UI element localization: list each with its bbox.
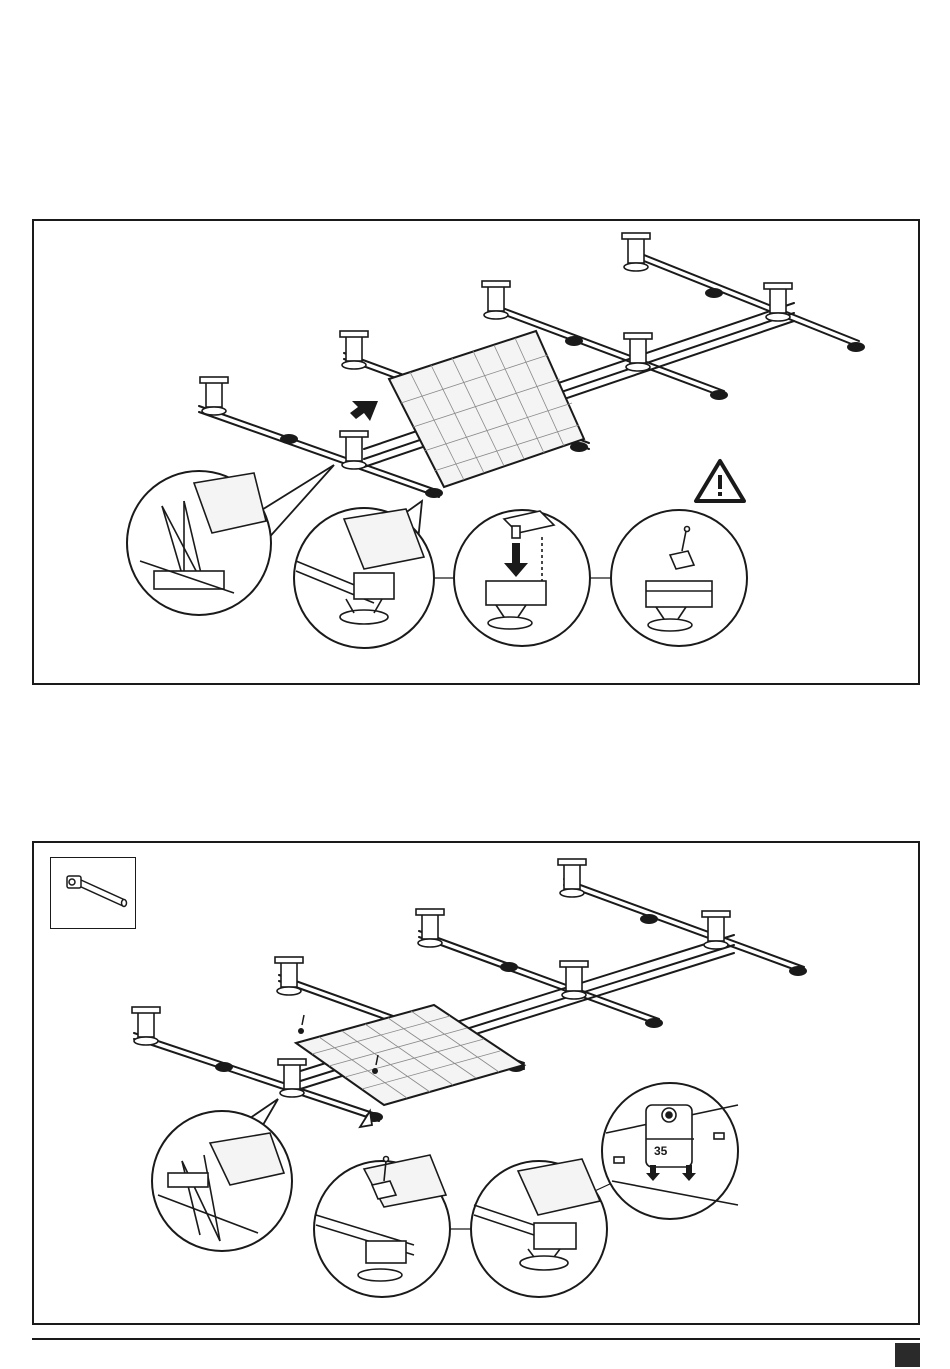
support-block [560, 961, 588, 999]
clamp-size-label: 35 [654, 1144, 668, 1158]
detail-clip-screw [611, 510, 747, 646]
detail-screw-clamp [314, 1155, 450, 1297]
figure-panel-2: 35 [32, 841, 920, 1325]
cross-rail-4 [634, 251, 859, 347]
cross-rail-4 [564, 879, 804, 973]
page-marker [895, 1343, 920, 1367]
support-block [764, 283, 792, 321]
solar-module [296, 1005, 524, 1105]
support-block [702, 911, 730, 949]
detail-corner-frame [127, 471, 271, 615]
detail-clip-insert [454, 510, 590, 646]
support-block [340, 331, 368, 369]
footer-rule [32, 1338, 920, 1340]
support-block [200, 377, 228, 415]
support-block [132, 1007, 160, 1045]
support-block [340, 431, 368, 469]
solar-module [389, 331, 584, 487]
detail-corner-frame [152, 1111, 292, 1251]
assembly-drawing-1 [34, 221, 918, 683]
support-block [558, 859, 586, 897]
warning-triangle-icon [696, 461, 744, 501]
support-block [482, 281, 510, 319]
support-block [416, 909, 444, 947]
assembly-drawing-2: 35 [34, 843, 918, 1323]
callout-pointer [360, 1111, 372, 1127]
detail-clamp-top-view: 35 [602, 1083, 738, 1219]
figure-panel-1 [32, 219, 920, 685]
support-block [278, 1059, 306, 1097]
detail-rail-end [294, 508, 434, 648]
cross-rail-3 [419, 931, 659, 1025]
detail-rail-end [471, 1159, 607, 1297]
down-left-arrow-icon [350, 401, 378, 421]
support-block [622, 233, 650, 271]
